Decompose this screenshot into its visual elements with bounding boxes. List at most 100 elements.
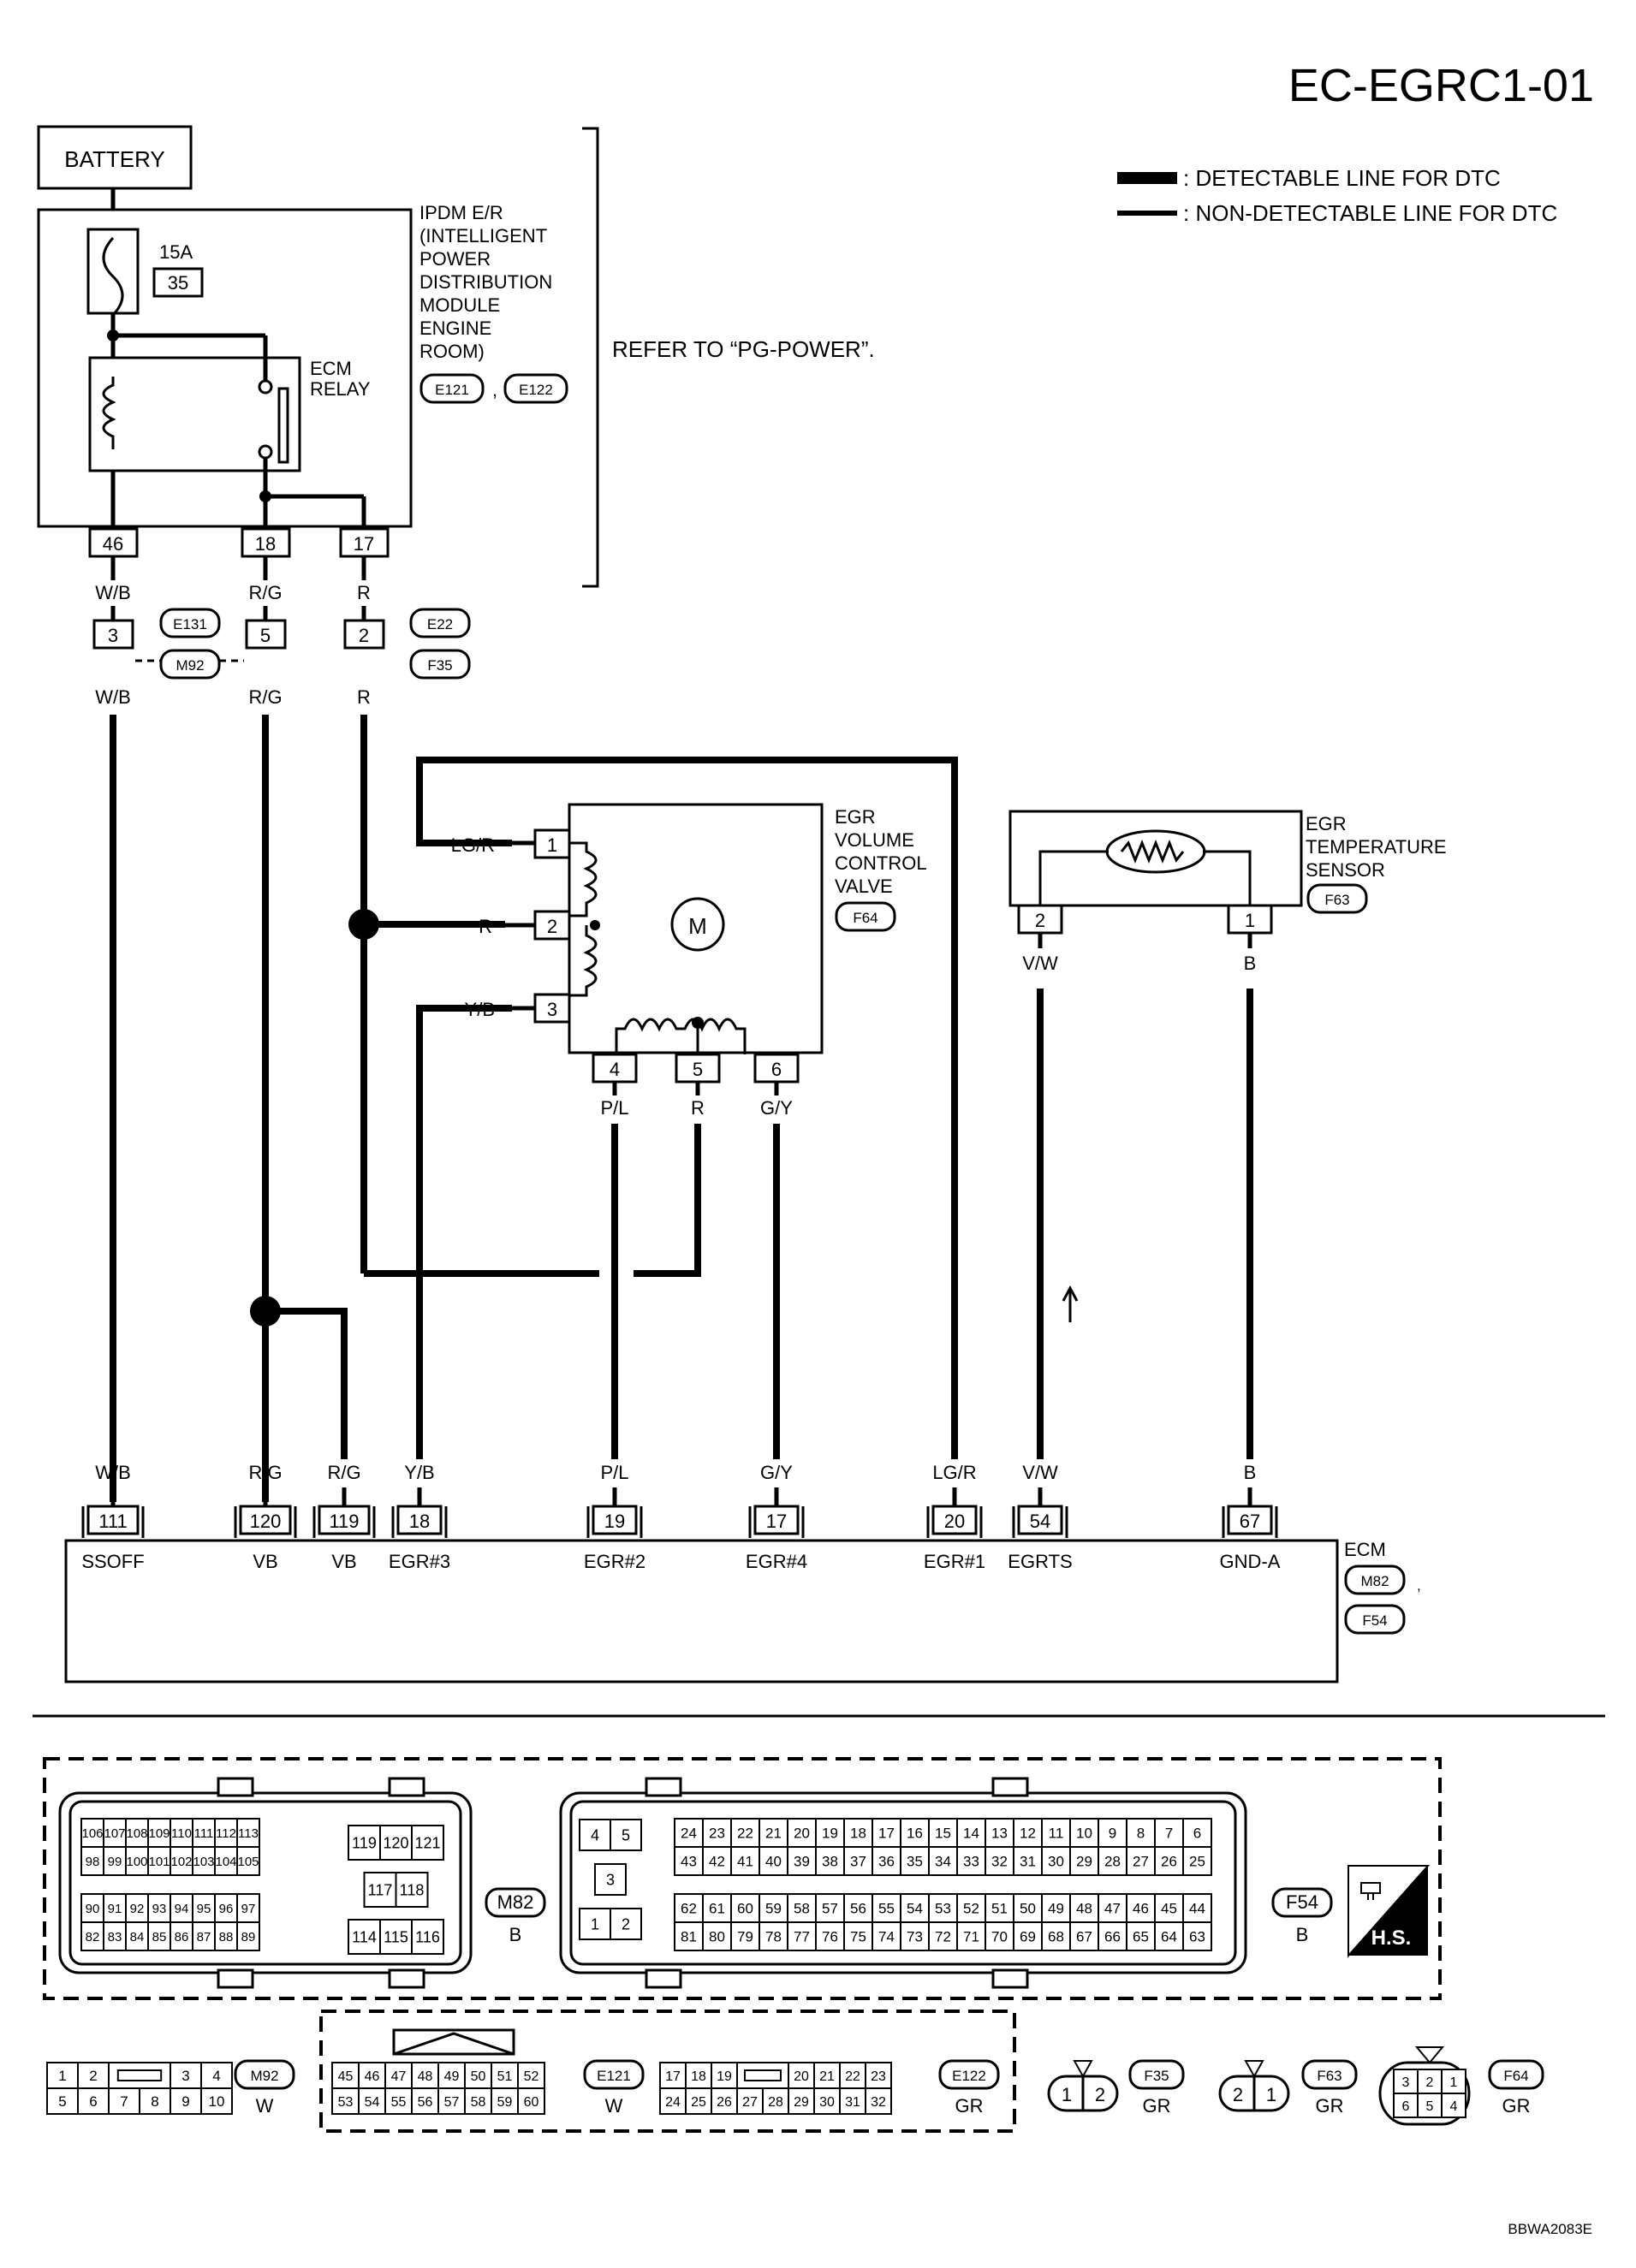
m82-terminal-107: 107 [103, 1818, 127, 1848]
egr-valve-color-gy: G/Y [760, 1097, 793, 1119]
svg-text:70: 70 [991, 1929, 1008, 1945]
e121-terminal-59: 59 [491, 2087, 519, 2115]
m82-terminal-95: 95 [192, 1893, 216, 1923]
f54-terminal-36: 36 [872, 1846, 901, 1876]
f54-terminal-44: 44 [1182, 1893, 1212, 1923]
ipdm-connector-separator: , [492, 379, 497, 401]
f63-connector-color: GR [1316, 2095, 1344, 2117]
svg-text:74: 74 [878, 1929, 895, 1945]
svg-text:25: 25 [1189, 1854, 1205, 1870]
m82-terminal-85: 85 [147, 1921, 171, 1951]
m82-terminal-97: 97 [236, 1893, 260, 1923]
m82-terminal-96: 96 [214, 1893, 238, 1923]
f54-terminal-21: 21 [759, 1818, 788, 1848]
e122-terminal-17: 17 [659, 2062, 687, 2089]
f63-pin-2: 2 [1233, 2084, 1243, 2105]
svg-text:72: 72 [935, 1929, 951, 1945]
egr-valve-pin-5: 5 [693, 1059, 703, 1080]
fuse [86, 228, 140, 315]
egr-valve-color-lgr: LG/R [451, 834, 495, 856]
svg-text:24: 24 [681, 1826, 697, 1842]
e121-terminal-45: 45 [331, 2062, 360, 2089]
f54-terminal-32: 32 [985, 1846, 1014, 1876]
egr-sensor-color-vw: V/W [1022, 953, 1058, 974]
f54-terminal-57: 57 [815, 1893, 845, 1923]
wire-color-rg-lower: R/G [248, 686, 282, 708]
f54-terminal-71: 71 [956, 1921, 986, 1951]
m82-terminal-104: 104 [214, 1846, 238, 1876]
svg-text:49: 49 [444, 2069, 460, 2084]
f54-connector-color: B [1296, 1924, 1309, 1945]
svg-text:4: 4 [1450, 2099, 1458, 2114]
f54-terminal-16: 16 [900, 1818, 930, 1848]
svg-text:55: 55 [878, 1901, 895, 1917]
f64-terminal-6: 6 [1393, 2093, 1419, 2118]
egr-valve-label-2: VOLUME [835, 829, 914, 851]
svg-text:58: 58 [794, 1901, 810, 1917]
svg-text:17: 17 [665, 2069, 681, 2084]
svg-text:EGR#1: EGR#1 [924, 1551, 985, 1572]
e122-terminal-30: 30 [813, 2087, 841, 2115]
svg-text:40: 40 [765, 1854, 782, 1870]
svg-text:37: 37 [850, 1854, 866, 1870]
m92-terminal-9: 9 [170, 2087, 202, 2115]
e121-terminal-58: 58 [464, 2087, 492, 2115]
hs-label: H.S. [1371, 1927, 1412, 1950]
f54-terminal-60: 60 [730, 1893, 760, 1923]
svg-text:73: 73 [907, 1929, 923, 1945]
egr-valve-pin-2: 2 [547, 916, 557, 937]
f54-terminal-1: 1 [579, 1908, 611, 1940]
svg-text:28: 28 [1104, 1854, 1121, 1870]
refer-note: REFER TO “PG-POWER”. [612, 336, 875, 362]
svg-text:111: 111 [194, 1826, 214, 1841]
f54-terminal-28: 28 [1098, 1846, 1127, 1876]
f54-terminal-4: 4 [579, 1819, 611, 1851]
svg-text:Y/B: Y/B [404, 1462, 434, 1483]
svg-text:7: 7 [120, 2093, 128, 2110]
svg-text:27: 27 [1133, 1854, 1149, 1870]
ipdm-pin-46: 46 [103, 533, 123, 555]
svg-text:26: 26 [1161, 1854, 1177, 1870]
m92-terminal-6: 6 [77, 2087, 110, 2115]
svg-text:32: 32 [871, 2095, 886, 2110]
svg-text:V/W: V/W [1022, 1462, 1058, 1483]
refer-bracket: REFER TO “PG-POWER”. [582, 127, 875, 588]
f54-terminal-46: 46 [1126, 1893, 1156, 1923]
svg-text:67: 67 [1076, 1929, 1092, 1945]
svg-text:107: 107 [104, 1826, 125, 1841]
m82-terminal-119: 119 [348, 1825, 381, 1861]
f54-terminal-10: 10 [1069, 1818, 1099, 1848]
m92-terminal-5: 5 [46, 2087, 79, 2115]
e122-terminal-32: 32 [865, 2087, 892, 2115]
f54-terminal-2: 2 [610, 1908, 642, 1940]
m82-terminal-105: 105 [236, 1846, 260, 1876]
f54-terminal-30: 30 [1041, 1846, 1071, 1876]
f54-terminal-24: 24 [674, 1818, 704, 1848]
f54-terminal-54: 54 [900, 1893, 930, 1923]
egr-valve-pin-6: 6 [771, 1059, 782, 1080]
egr-sensor-pin-2: 2 [1035, 910, 1045, 931]
svg-text:104: 104 [215, 1855, 236, 1869]
m92-terminal-7: 7 [108, 2087, 140, 2115]
m82-terminal-120: 120 [379, 1825, 413, 1861]
battery: BATTERY [37, 125, 193, 210]
fuse-number: 35 [168, 272, 188, 294]
svg-text:112: 112 [216, 1826, 236, 1841]
m82-terminal-106: 106 [80, 1818, 104, 1848]
battery-label: BATTERY [64, 146, 165, 172]
f54-terminal-20: 20 [787, 1818, 817, 1848]
f64-connector-color: GR [1502, 2095, 1531, 2117]
svg-text:75: 75 [850, 1929, 866, 1945]
f54-terminal-64: 64 [1154, 1921, 1184, 1951]
f54-terminal-14: 14 [956, 1818, 986, 1848]
f63-pin-1: 1 [1266, 2084, 1276, 2105]
svg-text:G/Y: G/Y [760, 1462, 793, 1483]
svg-text:119: 119 [352, 1834, 377, 1851]
f64-terminal-4: 4 [1441, 2093, 1466, 2118]
svg-text:4: 4 [212, 2068, 220, 2084]
thermistor-icon [1120, 839, 1185, 864]
svg-text:58: 58 [471, 2095, 486, 2110]
